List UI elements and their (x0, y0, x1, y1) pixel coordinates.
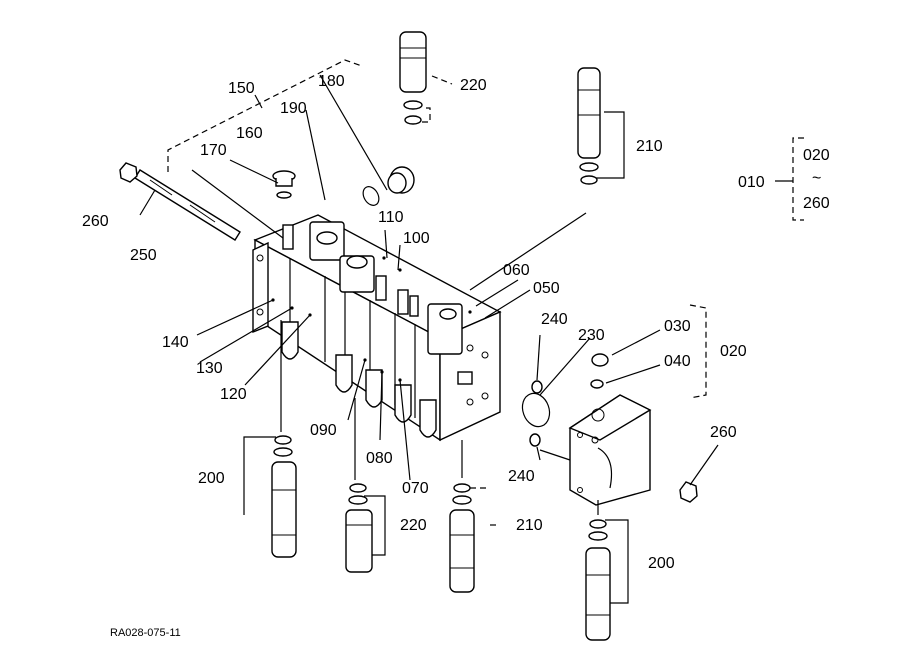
valve-body (252, 214, 502, 442)
o-ring-190 (362, 186, 380, 206)
relief-valve-220-bottom (345, 398, 386, 573)
label-260-left: 260 (82, 213, 109, 230)
valve-210-top (577, 67, 625, 185)
label-250: 250 (130, 247, 157, 264)
relief-valve-220-top (399, 31, 453, 125)
o-rings-240 (529, 380, 543, 447)
label-100: 100 (403, 230, 430, 247)
label-200-right: 200 (648, 555, 675, 572)
label-020-group: 020 (803, 147, 830, 164)
label-240-lower: 240 (508, 468, 535, 485)
group-150-bracket (167, 59, 363, 172)
label-230: 230 (578, 327, 605, 344)
o-ring-230 (521, 392, 551, 428)
nut-260-left (119, 162, 138, 183)
label-060: 060 (503, 262, 530, 279)
valve-200-right (585, 500, 629, 641)
group-010-bracket (775, 137, 804, 221)
plug-030 (591, 353, 609, 367)
label-200-left: 200 (198, 470, 225, 487)
plug-160 (272, 170, 296, 199)
label-240-upper: 240 (541, 311, 568, 328)
label-110: 110 (378, 209, 404, 226)
label-160: 160 (236, 125, 263, 142)
label-260-group: 260 (803, 195, 830, 212)
tie-bolt-250 (134, 169, 241, 241)
label-030: 030 (664, 318, 691, 335)
part-labels: 150 180 190 160 170 220 210 020 010 ~ 26… (82, 73, 830, 639)
valve-200-left (243, 320, 297, 558)
label-210-top: 210 (636, 138, 663, 155)
label-170: 170 (200, 142, 227, 159)
group-020-bracket (689, 304, 707, 399)
label-130: 130 (196, 360, 223, 377)
nut-260-right (679, 481, 698, 503)
label-210-bottom: 210 (516, 517, 543, 534)
label-180: 180 (318, 73, 345, 90)
label-040: 040 (664, 353, 691, 370)
label-010: 010 (738, 174, 765, 191)
label-150: 150 (228, 80, 255, 97)
label-070: 070 (402, 480, 429, 497)
drawing-code: RA028-075-11 (110, 627, 181, 639)
label-090: 090 (310, 422, 337, 439)
label-140: 140 (162, 334, 189, 351)
label-120: 120 (220, 386, 247, 403)
label-080: 080 (366, 450, 393, 467)
label-260-right: 260 (710, 424, 737, 441)
label-190: 190 (280, 100, 307, 117)
valve-210-bottom (449, 440, 500, 593)
label-tilde: ~ (812, 170, 821, 187)
plug-180 (387, 166, 415, 194)
label-050: 050 (533, 280, 560, 297)
label-220-top: 220 (460, 77, 487, 94)
label-020-cover: 020 (720, 343, 747, 360)
end-cover (568, 394, 652, 506)
leader-lines (139, 74, 719, 486)
label-220-bottom: 220 (400, 517, 427, 534)
o-ring-040 (590, 379, 604, 389)
